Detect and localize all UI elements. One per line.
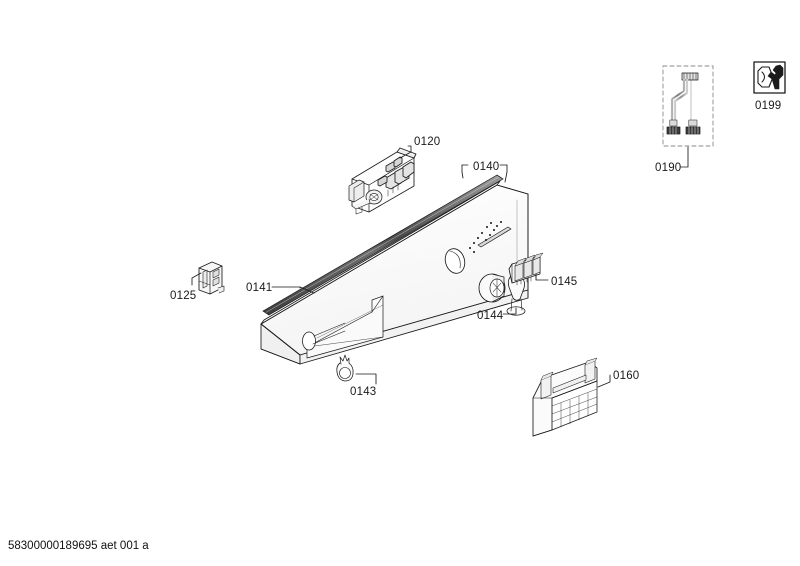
part-0190-wiring-harness <box>662 65 714 147</box>
part-0125-connector-block <box>198 261 225 295</box>
icon-0199-service-tool <box>753 61 786 94</box>
callout-label-0120[interactable]: 0120 <box>414 136 441 148</box>
callout-label-0140[interactable]: 0140 <box>473 161 500 173</box>
part-0144-rotary-knob <box>478 273 506 303</box>
part-0145-switch-block <box>508 252 544 286</box>
leader-lines <box>191 145 689 388</box>
callout-label-0160[interactable]: 0160 <box>613 370 640 382</box>
callout-label-0144[interactable]: 0144 <box>477 310 504 322</box>
callout-label-0145[interactable]: 0145 <box>551 276 578 288</box>
callout-label-0190[interactable]: 0190 <box>655 162 682 174</box>
callout-label-0143[interactable]: 0143 <box>350 386 377 398</box>
part-0141-trim-strip <box>262 174 504 316</box>
part-0143-retaining-clip <box>336 354 354 382</box>
part-0140-control-panel-fascia <box>260 180 529 365</box>
callout-label-0141[interactable]: 0141 <box>246 282 273 294</box>
document-footer-code: 58300000189695 aet 001 a <box>8 540 149 552</box>
part-0120-pcb-module <box>348 147 417 215</box>
part-0160-support-bracket <box>532 357 598 437</box>
callout-label-0125[interactable]: 0125 <box>170 290 197 302</box>
callout-label-0199[interactable]: 0199 <box>755 100 782 112</box>
